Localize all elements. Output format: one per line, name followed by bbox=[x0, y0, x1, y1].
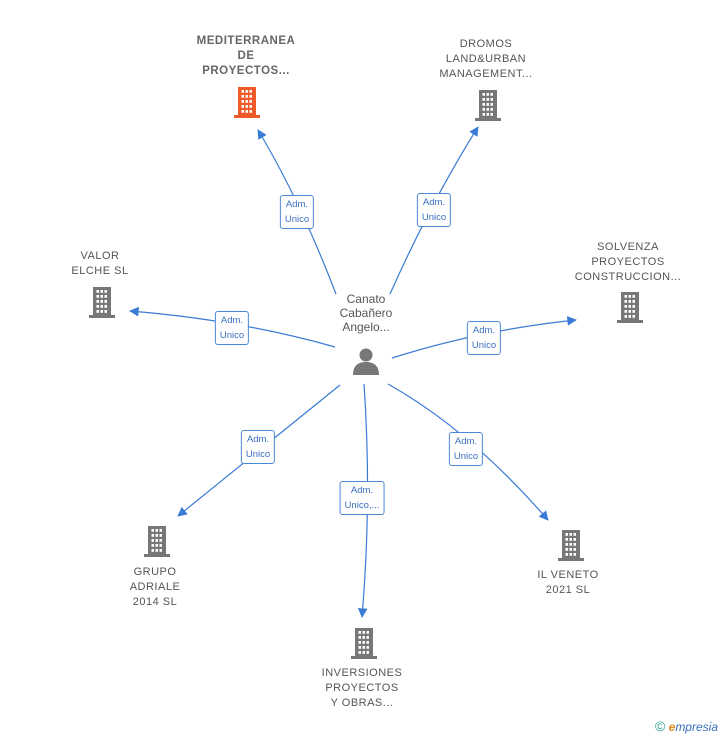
person-icon[interactable] bbox=[351, 346, 381, 376]
role-badge-inversiones[interactable]: Adm. Unico,... bbox=[339, 481, 385, 515]
role-badge-dromos[interactable]: Adm. Unico bbox=[416, 193, 452, 227]
center-label-line: Angelo... bbox=[342, 320, 390, 334]
company-label-line: PROYECTOS bbox=[591, 256, 665, 268]
company-label-valor[interactable]: VALOR ELCHE SL bbox=[71, 249, 128, 279]
brand-logo-text: mpresia bbox=[675, 720, 718, 734]
company-label-line: IL VENETO bbox=[537, 569, 599, 581]
role-badge-line: Unico,... bbox=[344, 500, 380, 511]
role-badge-solvenza[interactable]: Adm. Unico bbox=[466, 321, 502, 355]
company-label-line: PROYECTOS bbox=[325, 682, 399, 694]
building-icon[interactable] bbox=[349, 626, 379, 665]
company-label-line: SOLVENZA bbox=[597, 241, 659, 253]
company-label-line: PROYECTOS... bbox=[202, 65, 290, 77]
building-icon[interactable] bbox=[556, 528, 586, 567]
company-label-line: GRUPO bbox=[133, 566, 177, 578]
role-badge-line: Unico bbox=[421, 212, 447, 223]
role-badge-line: Unico bbox=[284, 214, 310, 225]
copyright-icon: © bbox=[654, 718, 666, 734]
role-badge-line: Unico bbox=[471, 340, 497, 351]
role-badge-line: Adm. bbox=[422, 197, 446, 208]
role-badge-line: Unico bbox=[245, 449, 271, 460]
company-label-line: Y OBRAS... bbox=[330, 697, 394, 709]
building-icon[interactable] bbox=[615, 290, 645, 329]
company-label-line: DE bbox=[237, 50, 255, 62]
building-icon[interactable] bbox=[232, 85, 262, 124]
center-person-label[interactable]: Canato Cabañero Angelo... bbox=[340, 292, 393, 334]
company-label-line: CONSTRUCCION... bbox=[574, 271, 682, 283]
role-badge-ilveneto[interactable]: Adm. Unico bbox=[448, 432, 484, 466]
company-label-line: MEDITERRANEA bbox=[196, 35, 296, 47]
company-label-line: DROMOS bbox=[459, 38, 513, 50]
role-badge-grupo[interactable]: Adm. Unico bbox=[240, 430, 276, 464]
footer-brand[interactable]: © empresia bbox=[655, 718, 718, 734]
center-label-line: Cabañero bbox=[339, 306, 393, 320]
building-icon[interactable] bbox=[142, 524, 172, 563]
company-label-line: 2014 SL bbox=[132, 596, 178, 608]
brand-logo-e: e bbox=[668, 720, 676, 734]
role-badge-line: Unico bbox=[453, 451, 479, 462]
company-label-inversiones[interactable]: INVERSIONES PROYECTOS Y OBRAS... bbox=[322, 666, 403, 711]
company-label-line: ELCHE SL bbox=[71, 265, 129, 277]
company-label-line: 2021 SL bbox=[545, 584, 591, 596]
company-label-line: LAND&URBAN bbox=[445, 53, 527, 65]
role-badge-line: Adm. bbox=[285, 199, 309, 210]
company-label-line: ADRIALE bbox=[129, 581, 181, 593]
role-badge-line: Adm. bbox=[220, 315, 244, 326]
company-label-mediterranea[interactable]: MEDITERRANEA DE PROYECTOS... bbox=[197, 34, 296, 79]
company-label-ilveneto[interactable]: IL VENETO 2021 SL bbox=[537, 568, 598, 598]
company-label-line: VALOR bbox=[80, 250, 120, 262]
company-label-dromos[interactable]: DROMOS LAND&URBAN MANAGEMENT... bbox=[439, 37, 532, 82]
company-label-solvenza[interactable]: SOLVENZA PROYECTOS CONSTRUCCION... bbox=[575, 240, 682, 285]
role-badge-mediterranea[interactable]: Adm. Unico bbox=[279, 195, 315, 229]
role-badge-line: Adm. bbox=[350, 485, 374, 496]
building-icon[interactable] bbox=[473, 88, 503, 127]
company-label-line: MANAGEMENT... bbox=[439, 68, 533, 80]
role-badge-line: Unico bbox=[219, 330, 245, 341]
company-label-grupo[interactable]: GRUPO ADRIALE 2014 SL bbox=[130, 565, 181, 610]
center-label-line: Canato bbox=[346, 292, 386, 306]
company-label-line: INVERSIONES bbox=[321, 667, 403, 679]
building-icon[interactable] bbox=[87, 285, 117, 324]
role-badge-line: Adm. bbox=[454, 436, 478, 447]
role-badge-line: Adm. bbox=[246, 434, 270, 445]
role-badge-valor[interactable]: Adm. Unico bbox=[214, 311, 250, 345]
role-badge-line: Adm. bbox=[472, 325, 496, 336]
